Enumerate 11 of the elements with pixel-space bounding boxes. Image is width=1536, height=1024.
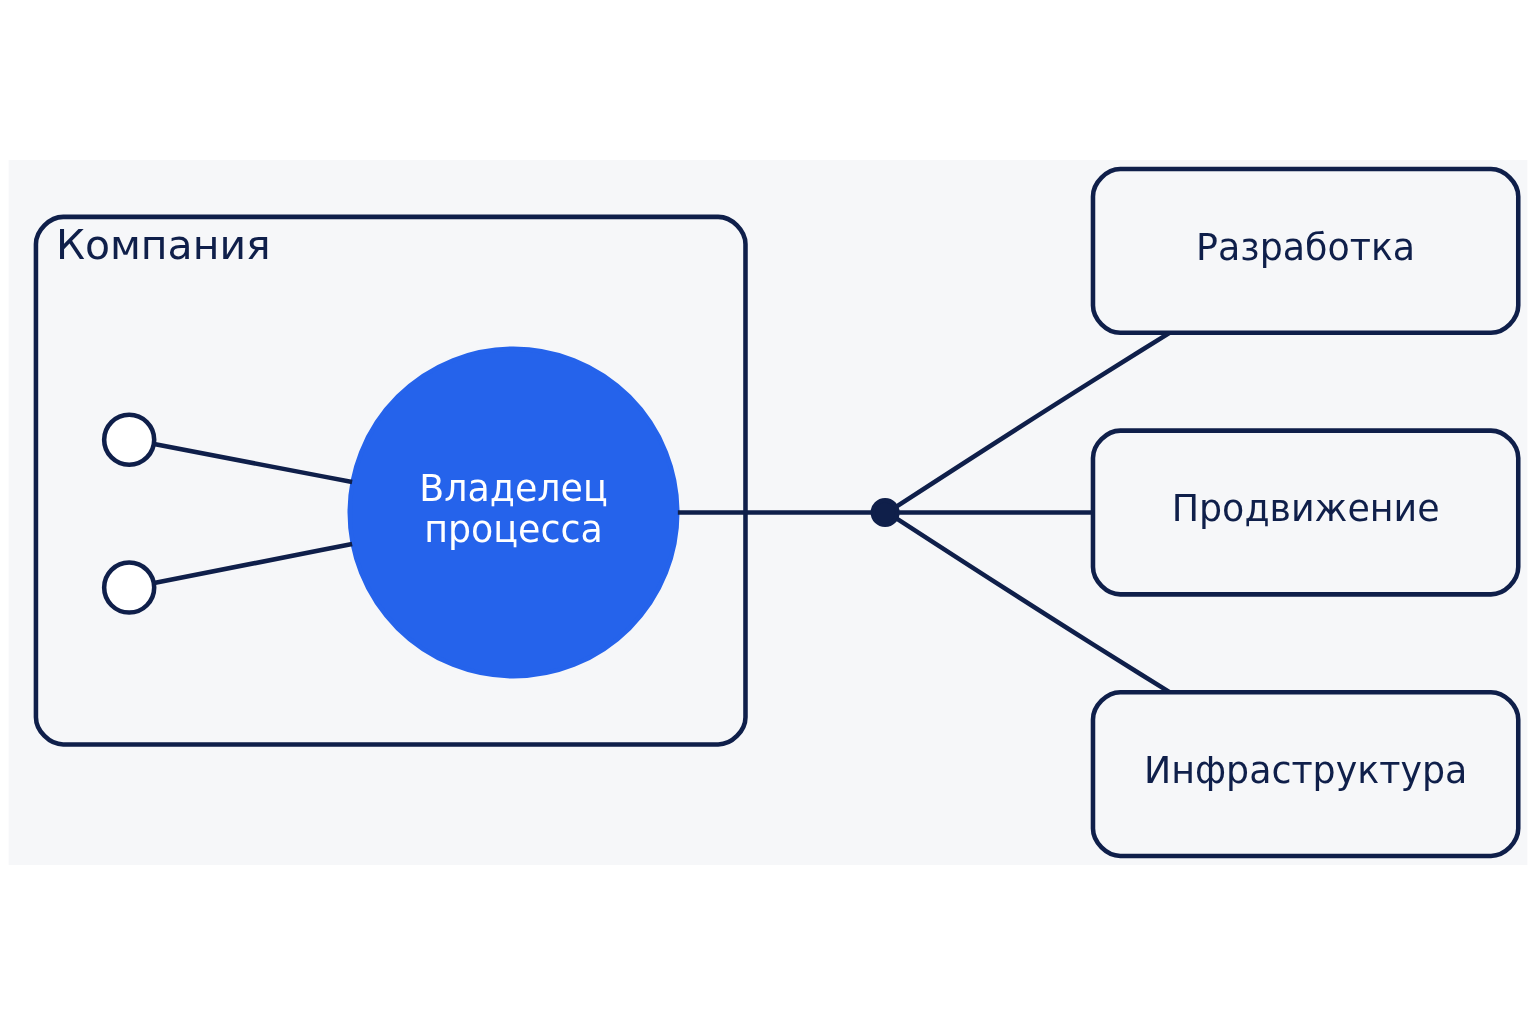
connector bbox=[677, 509, 873, 515]
connector bbox=[153, 441, 353, 484]
node-dot bbox=[870, 497, 900, 527]
node-circle: Владелец процесса bbox=[347, 346, 680, 678]
node-circle bbox=[101, 559, 157, 615]
node-box: Продвижение bbox=[1090, 427, 1521, 597]
node-circle bbox=[101, 411, 157, 467]
connector bbox=[153, 541, 353, 585]
connector bbox=[897, 509, 1093, 515]
node-box: Разработка bbox=[1090, 166, 1521, 335]
node-box: Инфраструктура bbox=[1090, 689, 1521, 858]
